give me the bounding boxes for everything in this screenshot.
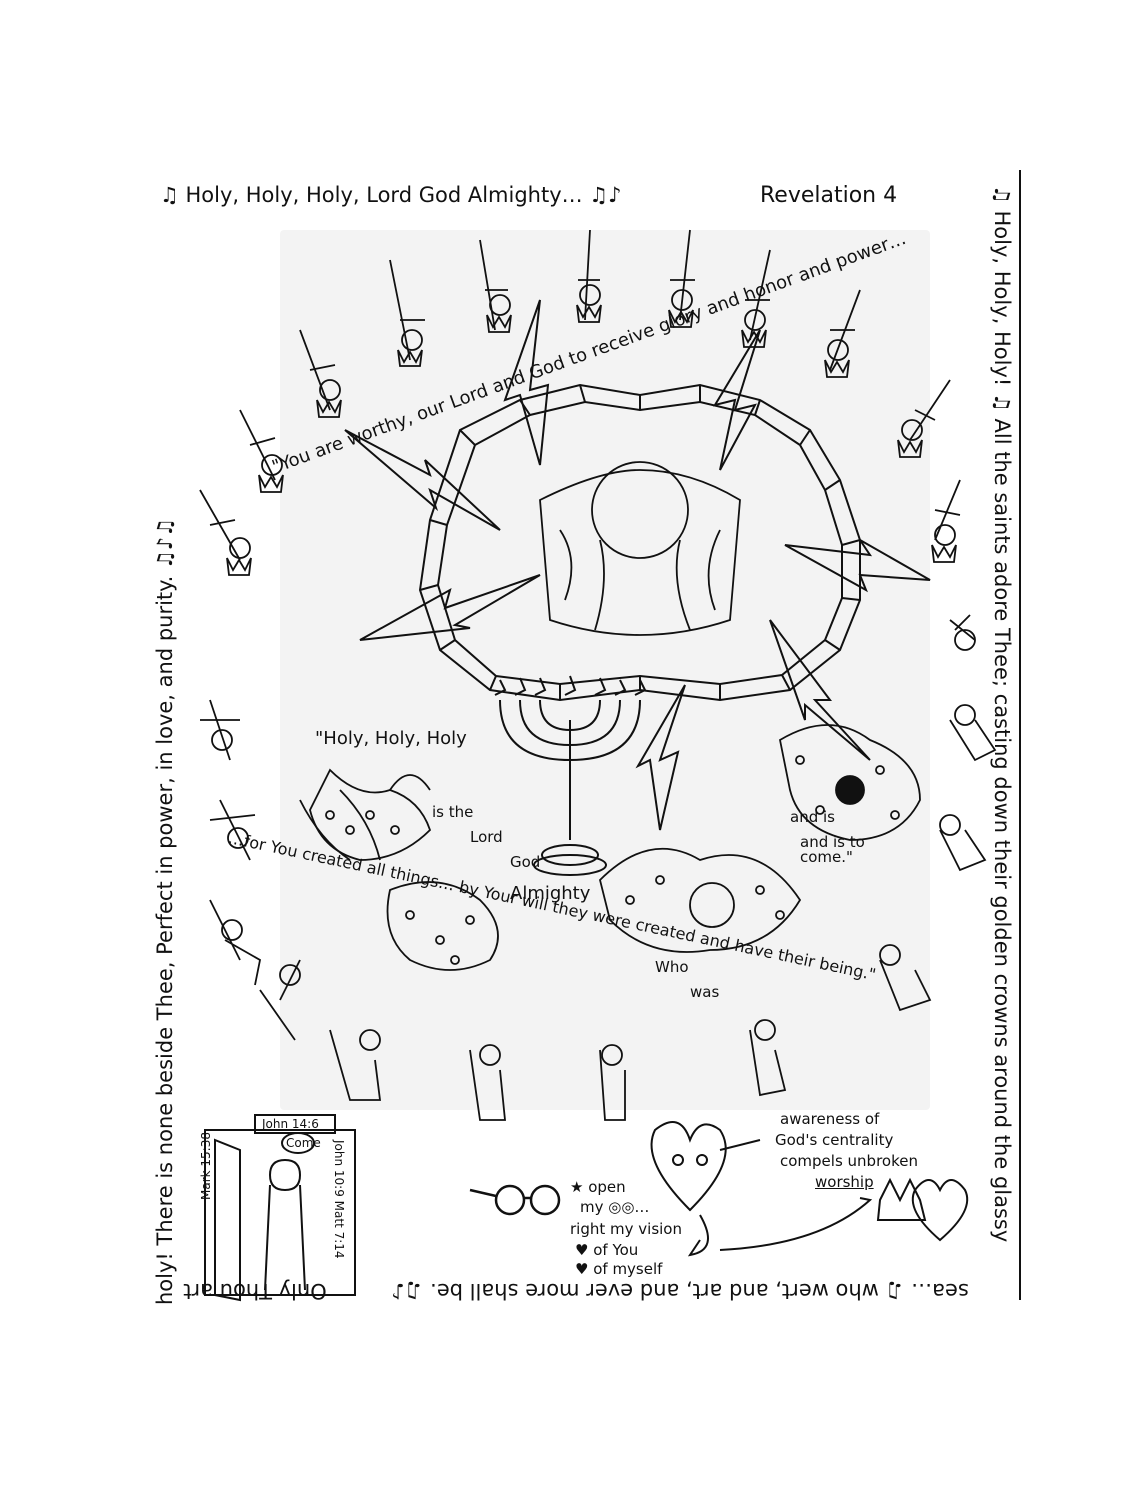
and-is-text: and is (790, 808, 835, 826)
watermark (280, 230, 930, 1110)
of-myself-note: ♥ of myself (575, 1260, 663, 1278)
door-left-reference: Mark 15:38 (199, 1132, 213, 1200)
and-is-to-come-text: and is to come." (800, 833, 865, 866)
elders-top-arc (199, 229, 961, 576)
creature-lion (599, 847, 802, 953)
was-text: was (690, 983, 720, 1001)
hymn-header: ♫ Holy, Holy, Holy, Lord God Almighty… ♫… (160, 183, 622, 207)
holy-holy-holy-text: "Holy, Holy, Holy (315, 728, 467, 749)
heart-with-eyes (650, 1121, 761, 1257)
god-text: God (510, 853, 541, 871)
is-the-text: is the (432, 803, 474, 821)
come-bubble-text: Come (286, 1136, 321, 1150)
door-top-reference: John 14:6 (262, 1117, 319, 1131)
open-note: ★ open (570, 1178, 626, 1196)
creature-ox (386, 881, 499, 971)
creature-man (778, 724, 921, 841)
creature-eagle (299, 768, 432, 861)
almighty-text: Almighty (510, 883, 591, 904)
lord-text: Lord (470, 828, 503, 846)
menorah (494, 675, 647, 876)
awareness-note-line4: worship (815, 1173, 874, 1191)
right-vision-note: right my vision (570, 1220, 682, 1238)
bottom-border-text: sea… ♫ who wert, and art, and ever more … (391, 1279, 969, 1303)
awareness-note-line3: compels unbroken (780, 1152, 918, 1170)
door-right-reference: John 10:9 Matt 7:14 (332, 1140, 346, 1259)
crown-and-heart (719, 1177, 969, 1251)
living-creatures (299, 724, 921, 971)
lightning-bolts (344, 299, 931, 831)
bottom-left-text: Only Thou art (183, 1279, 327, 1303)
elders-lower-arc (200, 614, 997, 1121)
who-text: Who (655, 958, 689, 976)
throne-figure (539, 461, 741, 636)
awareness-note-line1: awareness of (780, 1110, 880, 1128)
left-border-text: holy! There is none beside Thee, Perfect… (153, 517, 177, 1305)
scripture-reference: Revelation 4 (760, 183, 898, 208)
my-eyes-note: my ◎◎… (580, 1198, 650, 1216)
of-you-note: ♥ of You (575, 1241, 639, 1259)
open-door (204, 1114, 356, 1302)
awareness-note-line2: God's centrality (775, 1131, 894, 1149)
right-border-text: ♫ Holy, Holy, Holy! ♫ All the saints ado… (990, 185, 1014, 1243)
glasses (469, 1184, 561, 1216)
throne-gem-border (418, 383, 861, 702)
